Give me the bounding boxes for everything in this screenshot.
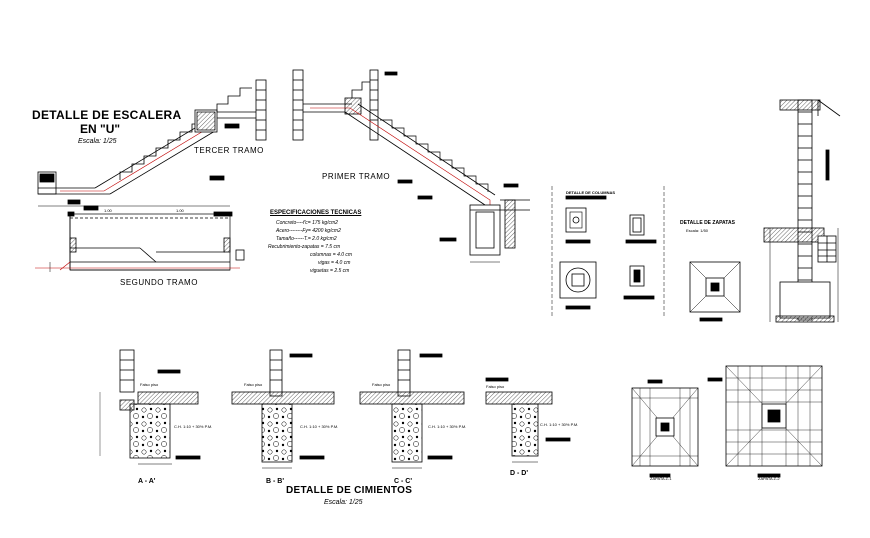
falso-piso-label: Falso piso: [244, 382, 263, 387]
spec-line: Concreto----f'c= 175 kg/cm2: [276, 220, 338, 226]
cimiento-section-b: [231, 349, 335, 469]
stair-title-line1: DETALLE DE ESCALERA: [32, 108, 182, 122]
falso-piso-label: Falso piso: [486, 384, 505, 389]
section-label-d: D - D': [510, 470, 528, 477]
specs-heading: ESPECIFICACIONES TECNICAS: [270, 210, 362, 216]
tercer-tramo-label: TERCER TRAMO: [194, 146, 264, 155]
zapatas-scale: Escala: 1/50: [686, 228, 709, 233]
spec-line: viguetas = 2.5 cm: [310, 268, 350, 274]
falso-piso-label: Falso piso: [140, 382, 159, 387]
zapatas-title: DETALLE DE ZAPATAS: [680, 220, 735, 226]
primer-tramo-label: PRIMER TRAMO: [322, 172, 391, 181]
stair-dimension-2: 1.00: [176, 208, 184, 213]
stair-dimension-1: 1.00: [104, 208, 112, 213]
cimientos-scale: Escala: 1/25: [324, 499, 363, 506]
segundo-tramo-label: SEGUNDO TRAMO: [120, 278, 198, 287]
spec-line: Tamaño------T.= 2.0 kg/cm2: [276, 236, 337, 242]
zapata-grid-z1: [631, 379, 699, 478]
section-label-a: A - A': [138, 478, 156, 485]
zapata-z1-label: ZAPATA Z-1: [650, 476, 672, 481]
mix-label: C.H. 1:10 + 30% P.M.: [428, 424, 467, 429]
cimiento-section-a: [99, 349, 201, 465]
falso-piso-label: Falso piso: [372, 382, 391, 387]
stair-scale: Escala: 1/25: [78, 138, 117, 145]
column-details: [551, 186, 665, 316]
columns-title: DETALLE DE COLUMNAS: [566, 190, 616, 195]
section-label-b: B - B': [266, 478, 284, 485]
spec-line: vigas = 4.0 cm: [318, 260, 351, 266]
cimiento-section-d: [485, 377, 571, 463]
zapata-plan: [689, 261, 741, 322]
section-label-c: C - C': [394, 478, 412, 485]
stair-elevation-primer-tramo: [292, 69, 530, 263]
spec-line: columnas = 4.0 cm: [310, 252, 353, 258]
stair-section-segundo-tramo: [35, 211, 245, 272]
stair-elevation-tercer-tramo: [37, 79, 267, 211]
spec-line: Acero--------Fy= 4200 kg/cm2: [276, 228, 341, 234]
mix-label: C.H. 1:10 + 30% P.M.: [300, 424, 339, 429]
cimiento-section-c: [359, 349, 465, 469]
mix-label: C.H. 1:10 + 30% P.M.: [540, 422, 579, 427]
mix-label: C.H. 1:10 + 30% P.M.: [174, 424, 213, 429]
cimientos-title: DETALLE DE CIMIENTOS: [286, 485, 413, 496]
wall-section: [763, 99, 841, 323]
zapata-z2-label: ZAPATA Z-2: [758, 476, 780, 481]
zapata-grid-z2: [707, 365, 823, 478]
stair-title-line2: EN "U": [80, 122, 121, 136]
spec-line: Recubrimiento-zapatas = 7.5 cm: [268, 244, 341, 250]
